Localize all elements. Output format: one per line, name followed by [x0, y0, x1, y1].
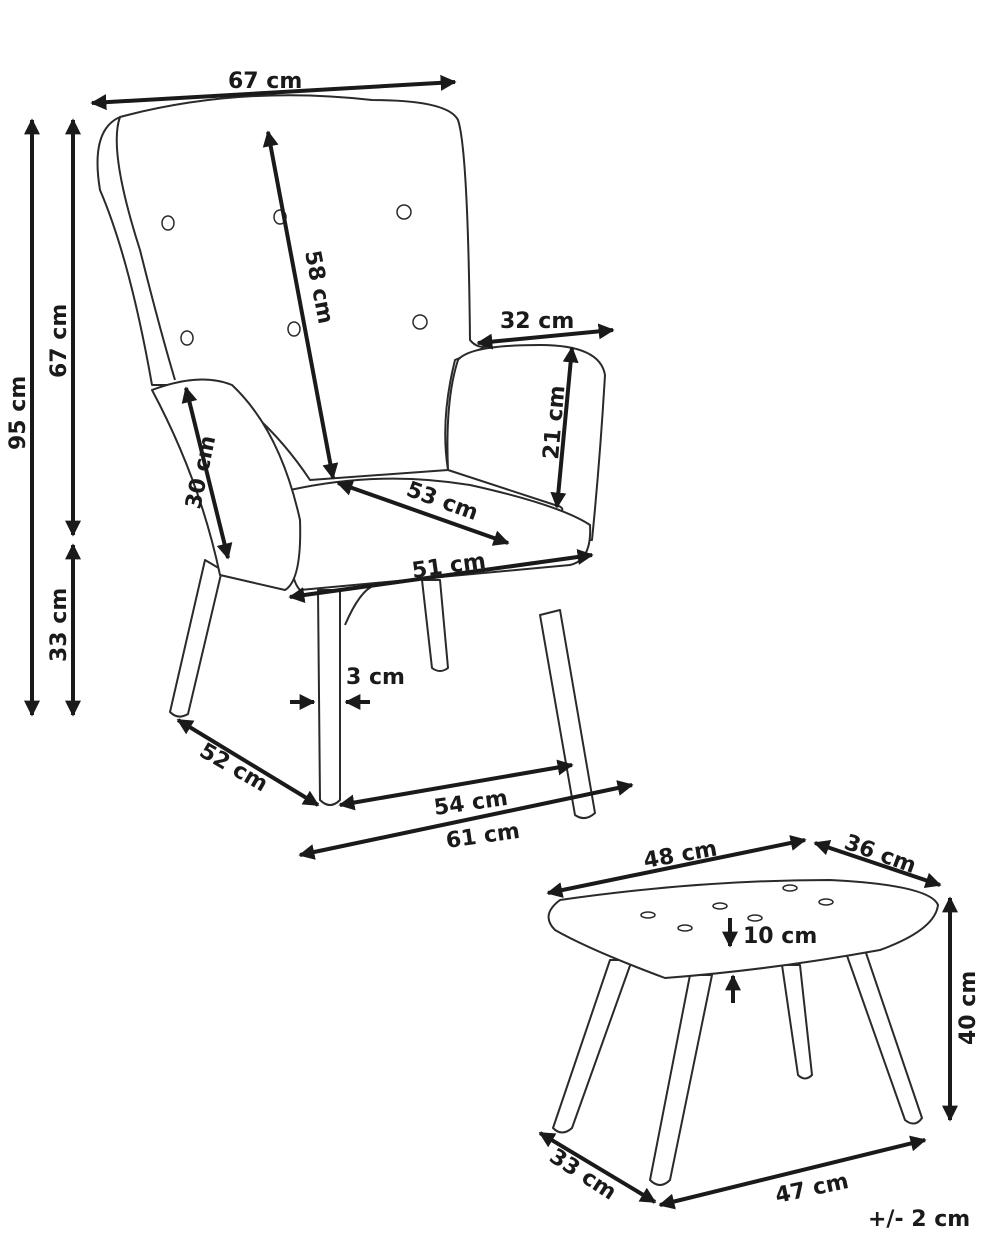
label-chair-back-height: 67 cm	[47, 304, 72, 378]
label-chair-seat-height: 33 cm	[47, 588, 72, 662]
footstool-drawing	[547, 879, 939, 1186]
label-tolerance: +/- 2 cm	[868, 1207, 970, 1232]
label-chair-total-width: 67 cm	[228, 69, 302, 94]
chair-leg-back-right	[421, 579, 449, 672]
label-footstool-height: 40 cm	[956, 971, 981, 1045]
label-footstool-top-width: 48 cm	[642, 836, 719, 874]
label-chair-base-width-inner: 54 cm	[432, 786, 509, 821]
label-footstool-top-depth: 36 cm	[841, 830, 919, 879]
label-chair-total-height: 95 cm	[6, 376, 31, 450]
dimension-arrows	[24, 74, 958, 1210]
chair-leg-front-right	[539, 609, 596, 819]
label-chair-base-depth: 52 cm	[195, 739, 272, 798]
chair-backrest	[96, 94, 491, 481]
chair-leg-front-left	[317, 589, 341, 806]
label-footstool-cushion-thickness: 10 cm	[743, 924, 817, 949]
armchair-drawing	[96, 94, 606, 819]
label-chair-leg-thickness: 3 cm	[346, 665, 405, 690]
label-chair-armrest-width: 32 cm	[500, 309, 574, 334]
chair-leg-back-left	[169, 559, 223, 718]
